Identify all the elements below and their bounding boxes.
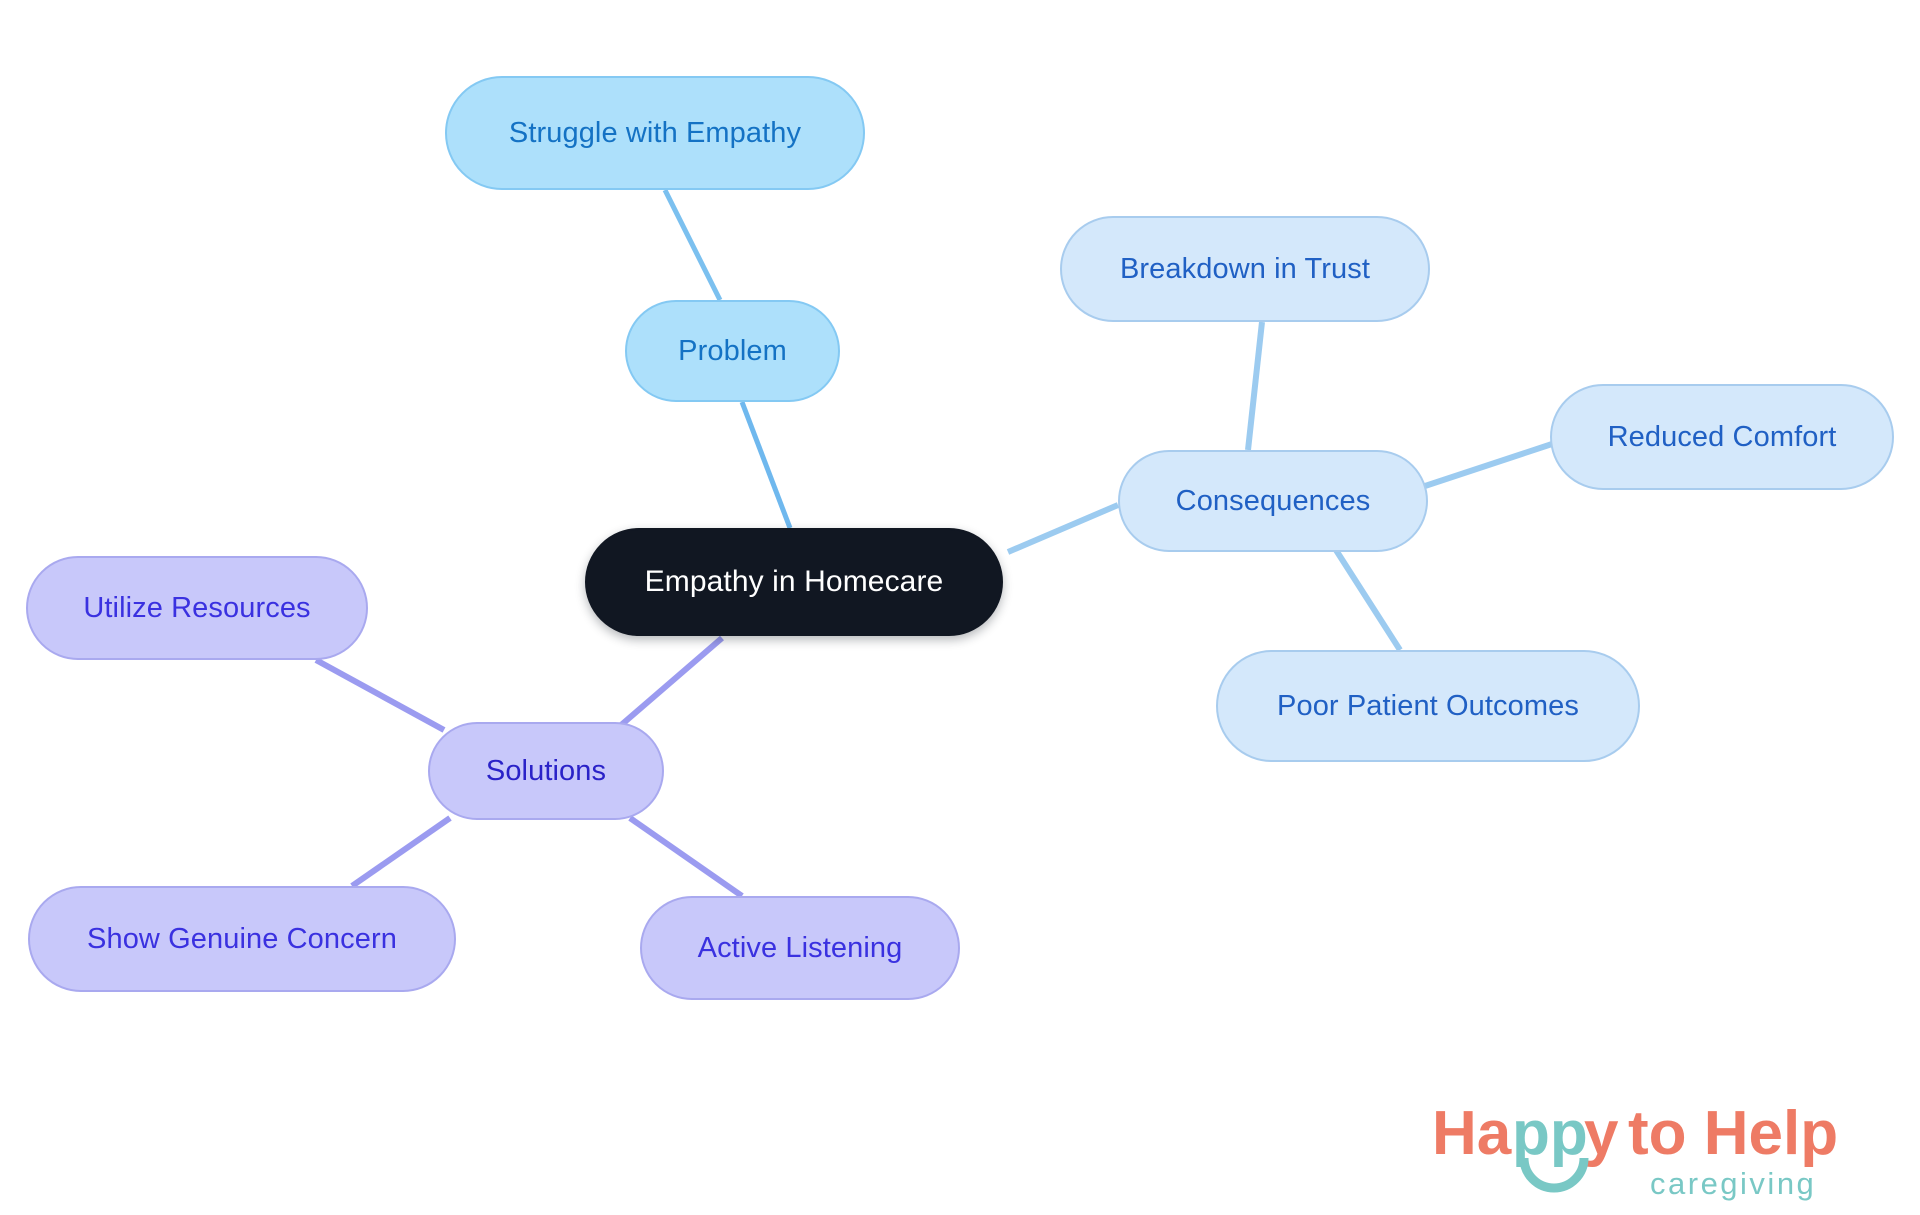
edge-consequences-breakdown (1245, 321, 1265, 451)
node-problem-label: Problem (678, 334, 787, 367)
edge-solutions-concern (350, 815, 452, 889)
edge-root-consequences (1006, 502, 1120, 555)
node-poor-patient-outcomes[interactable]: Poor Patient Outcomes (1216, 650, 1640, 762)
node-show-genuine-concern[interactable]: Show Genuine Concern (28, 886, 456, 992)
edge-solutions-utilize (314, 657, 446, 733)
edge-consequences-comfort (1424, 441, 1553, 489)
node-consequences-label: Consequences (1175, 484, 1371, 517)
logo-word-to-help: to Help (1628, 1099, 1838, 1168)
logo-tagline: caregiving (1650, 1166, 1816, 1201)
edge-root-problem (739, 401, 793, 529)
node-struggle-with-empathy[interactable]: Struggle with Empathy (445, 76, 865, 190)
node-utilize-resources-label: Utilize Resources (83, 591, 311, 624)
node-breakdown-in-trust-label: Breakdown in Trust (1119, 252, 1371, 285)
logo-word-pp: pp (1512, 1099, 1588, 1168)
edge-solutions-listening (628, 815, 744, 899)
node-reduced-comfort-label: Reduced Comfort (1607, 420, 1837, 453)
node-utilize-resources[interactable]: Utilize Resources (26, 556, 368, 660)
node-solutions-label: Solutions (485, 754, 607, 787)
node-problem[interactable]: Problem (625, 300, 840, 402)
edge-root-solutions (618, 635, 724, 729)
node-reduced-comfort[interactable]: Reduced Comfort (1550, 384, 1894, 490)
logo-word-ha: Ha (1432, 1099, 1512, 1168)
node-poor-patient-outcomes-label: Poor Patient Outcomes (1277, 689, 1579, 722)
node-struggle-with-empathy-label: Struggle with Empathy (508, 116, 802, 149)
logo-smile-icon (1519, 1157, 1589, 1193)
node-show-genuine-concern-label: Show Genuine Concern (87, 922, 397, 955)
logo-word-y: y (1584, 1099, 1619, 1168)
node-root[interactable]: Empathy in Homecare (585, 528, 1003, 636)
node-solutions[interactable]: Solutions (428, 722, 664, 820)
node-consequences[interactable]: Consequences (1118, 450, 1428, 552)
edge-problem-struggle (662, 188, 723, 302)
happy-to-help-logo: Ha pp y to Help caregiving (1432, 1099, 1838, 1201)
node-root-label: Empathy in Homecare (644, 565, 944, 598)
node-breakdown-in-trust[interactable]: Breakdown in Trust (1060, 216, 1430, 322)
node-active-listening-label: Active Listening (697, 931, 903, 964)
node-active-listening[interactable]: Active Listening (640, 896, 960, 1000)
